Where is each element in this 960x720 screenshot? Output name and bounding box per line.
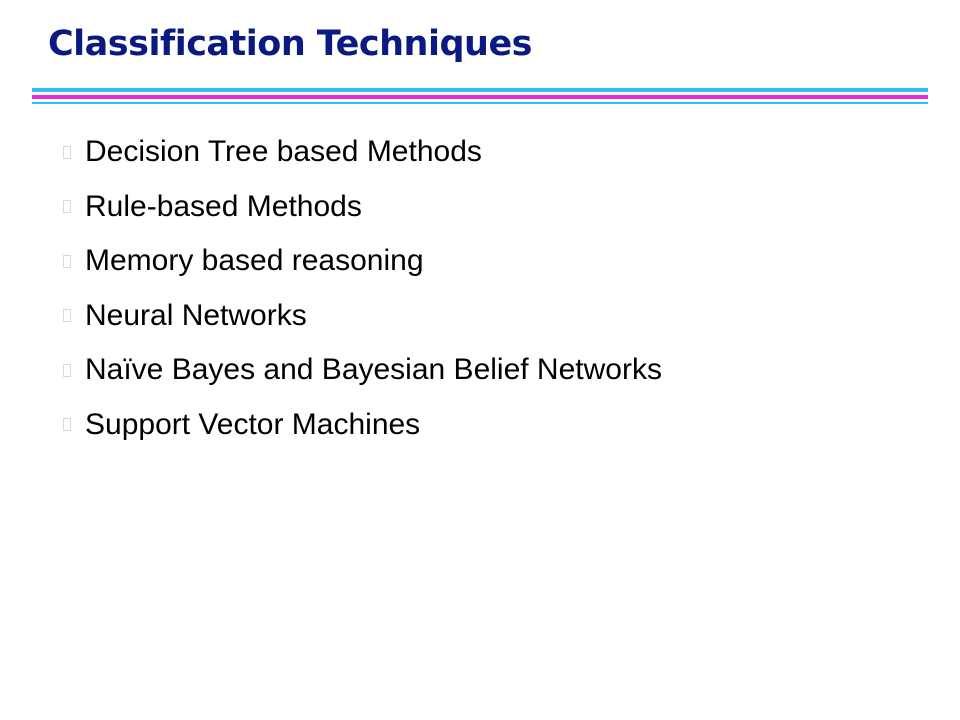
bullet-text: Naïve Bayes and Bayesian Belief Networks (85, 353, 662, 387)
bullet-item: Neural Networks (63, 289, 662, 344)
square-bullet-icon (63, 363, 71, 377)
title-rule-bottom (32, 102, 928, 104)
square-bullet-icon (63, 145, 71, 159)
square-bullet-icon (63, 200, 71, 214)
bullet-item: Decision Tree based Methods (63, 125, 662, 180)
title-rule-top (32, 88, 928, 92)
square-bullet-icon (63, 309, 71, 323)
bullet-text: Memory based reasoning (85, 244, 424, 278)
bullet-text: Support Vector Machines (85, 407, 421, 441)
bullet-item: Memory based reasoning (63, 234, 662, 289)
bullet-item: Rule-based Methods (63, 180, 662, 235)
slide-title: Classification Techniques (48, 24, 533, 64)
bullet-text: Rule-based Methods (85, 189, 362, 223)
bullet-item: Naïve Bayes and Bayesian Belief Networks (63, 343, 662, 398)
bullet-list: Decision Tree based Methods Rule-based M… (63, 125, 662, 452)
bullet-item: Support Vector Machines (63, 398, 662, 453)
square-bullet-icon (63, 418, 71, 432)
title-rule-middle (32, 95, 928, 99)
bullet-text: Neural Networks (85, 298, 307, 332)
square-bullet-icon (63, 254, 71, 268)
bullet-text: Decision Tree based Methods (85, 135, 482, 169)
